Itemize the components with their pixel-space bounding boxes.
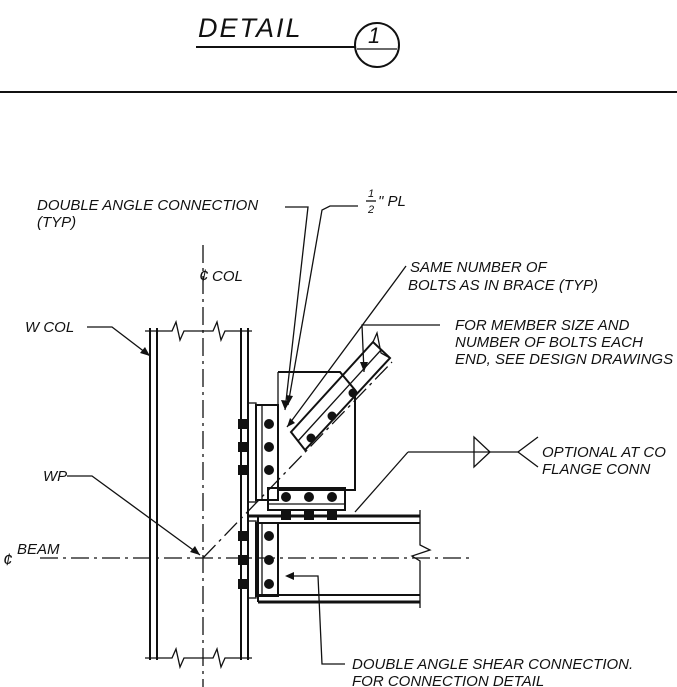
bolt-head [238,531,248,541]
bolt [264,555,274,565]
brace-break [372,330,391,359]
double-angle-label-line1: DOUBLE ANGLE CONNECTION [37,197,258,214]
double-angle-label-line2: (TYP) [37,214,76,231]
bolt [264,465,274,475]
title-block: DETAIL 1 [0,13,677,93]
arrowhead [140,347,150,356]
leader-lines [67,205,440,665]
beam [248,510,432,608]
shear-connection-leader [290,575,345,665]
member-size-label-line2: NUMBER OF BOLTS EACH [455,334,643,351]
upper-angle-bolts [238,419,274,475]
bolt [264,442,274,452]
bolt-head [238,442,248,452]
detail-title: DETAIL [198,13,303,43]
plate-fraction-numerator: 1 [368,188,374,200]
col-centerline-symbol: ¢ [199,266,209,285]
column-break-top [145,319,252,343]
w-column [145,319,252,670]
bolt-head [327,510,337,520]
plate-label: " PL [378,193,406,210]
bolt-head [281,510,291,520]
bolt [304,492,314,502]
weld-tail [516,436,539,468]
bolt [264,531,274,541]
arrowhead [287,418,295,427]
column-break-bottom [145,646,252,670]
beam-double-angle [267,487,346,520]
upper-double-angle [238,402,279,503]
arrowhead [360,362,368,372]
plate-fraction-denominator: 2 [367,204,374,216]
beam-break [410,510,432,608]
bolt [327,411,337,421]
shear-connection-label-line2: FOR CONNECTION DETAIL [352,673,544,687]
beam-centerline-label: BEAM [17,541,60,558]
wp-label: WP [43,468,67,485]
upper-angle-flange-contact [247,402,257,503]
bolt [327,492,337,502]
detail-number: 1 [368,23,382,48]
diagonal-brace [202,330,393,559]
arrowhead [190,546,200,555]
w-col-label: W COL [25,319,74,336]
double-angle-leader [284,206,309,411]
weld-fillet-symbol [473,435,491,469]
w-col-leader [87,326,151,357]
col-centerline-label: COL [212,268,243,285]
member-size-leader [361,324,440,373]
labels: DOUBLE ANGLE CONNECTION (TYP) 1 2 " PL ¢… [3,188,673,687]
bolt-head [304,510,314,520]
brace-leg-line [297,349,382,442]
optional-label-line2: FLANGE CONN [542,461,651,478]
bolt [348,388,358,398]
bolt-head [238,555,248,565]
arrowhead [285,572,294,580]
bolt-head [238,419,248,429]
upper-angle-outline [255,404,279,501]
weld-leader-arrow [354,451,409,513]
shear-connection-label-line1: DOUBLE ANGLE SHEAR CONNECTION. [352,656,633,673]
same-bolts-leader [286,265,407,428]
gusset-plate [278,371,356,491]
plate-leader [287,205,358,406]
bolt [281,492,291,502]
beam-centerline-symbol: ¢ [3,550,13,569]
member-size-label-line3: END, SEE DESIGN DRAWINGS [455,351,673,368]
detail-bubble [354,22,400,68]
bolt-head [238,579,248,589]
brace-outline [289,340,392,452]
bolt [264,419,274,429]
arrowhead [286,395,293,405]
optional-label-line1: OPTIONAL AT CO [542,444,666,461]
bolt [264,579,274,589]
optional-weld-symbol [354,435,539,513]
bolt [306,433,316,443]
member-size-label-line1: FOR MEMBER SIZE AND [455,317,630,334]
wp-leader [67,475,201,556]
brace-working-line [202,361,393,559]
same-bolts-label-line2: BOLTS AS IN BRACE (TYP) [408,277,598,294]
bolt-head [238,465,248,475]
shear-double-angle [238,520,279,599]
shear-angle-flange-contact [247,520,257,599]
same-bolts-label-line1: SAME NUMBER OF [410,259,548,276]
